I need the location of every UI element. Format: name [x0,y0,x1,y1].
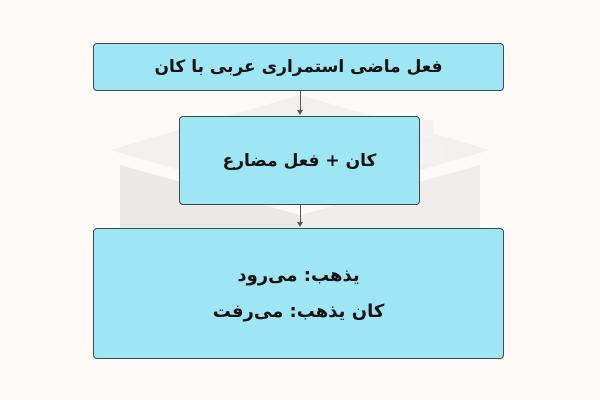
step-3-line-2: کان یذهب: می‌رفت [212,300,385,322]
step-2-text: کان + فعل مضارع [222,150,377,171]
step-3-box: یذهب: می‌رود کان یذهب: می‌رفت [93,228,504,359]
connector-1-2 [299,91,301,111]
arrow-down-icon [297,222,303,227]
step-3-line-1: یذهب: می‌رود [237,264,360,286]
step-1-box: فعل ماضی استمراری عربی با کان [93,43,504,91]
step-1-text: فعل ماضی استمراری عربی با کان [154,57,443,77]
step-2-box: کان + فعل مضارع [179,116,420,205]
arrow-down-icon [297,110,303,115]
connector-2-3 [299,205,301,223]
